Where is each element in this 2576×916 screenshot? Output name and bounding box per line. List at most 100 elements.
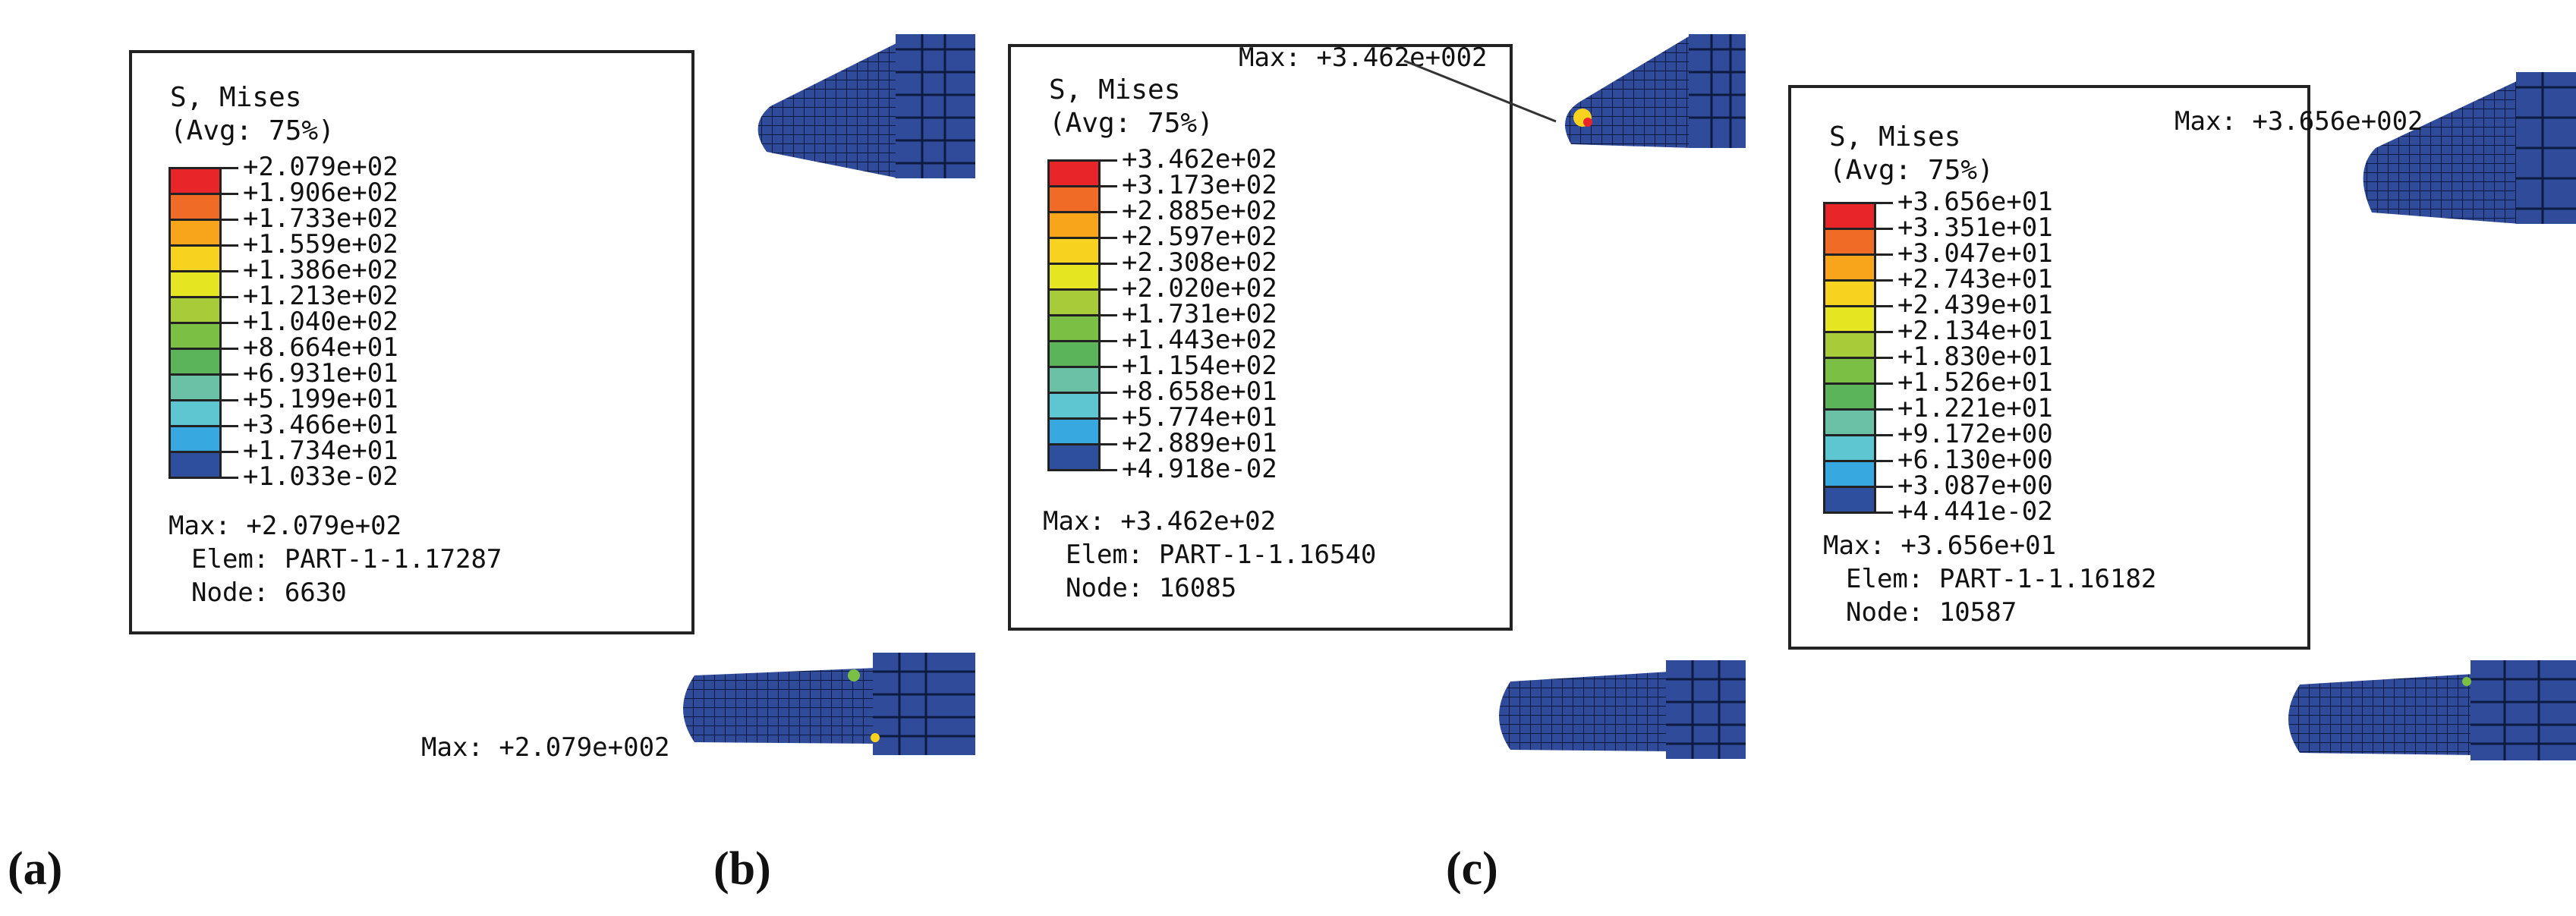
scale-tick bbox=[1876, 382, 1893, 385]
model-max-label-b: Max: +3.462e+002 bbox=[1239, 42, 1488, 73]
panel-tag-b: (b) bbox=[713, 843, 771, 895]
color-swatch bbox=[1047, 211, 1101, 237]
scale-label: +1.906e+02 bbox=[243, 178, 398, 208]
scale-label: +1.731e+02 bbox=[1122, 299, 1277, 329]
scale-tick bbox=[1876, 253, 1893, 256]
scale-label: +2.889e+01 bbox=[1122, 428, 1277, 458]
legend-subtitle-a: (Avg: 75%) bbox=[170, 115, 335, 146]
elem-id-c: Elem: PART-1-1.16182 bbox=[1846, 564, 2157, 594]
color-swatch bbox=[168, 322, 222, 348]
scale-tick bbox=[1101, 263, 1117, 265]
scale-tick bbox=[222, 348, 238, 350]
legend-box-b: S, Mises (Avg: 75%) +3.462e+02+3.173e+02… bbox=[1008, 44, 1513, 631]
scale-label: +5.774e+01 bbox=[1122, 402, 1277, 433]
scale-label: +1.154e+02 bbox=[1122, 351, 1277, 381]
scale-tick bbox=[1101, 417, 1117, 420]
max-value-c: Max: +3.656e+01 bbox=[1823, 530, 2057, 561]
scale-label: +3.351e+01 bbox=[1897, 212, 2053, 243]
model-max-label-a: Max: +2.079e+002 bbox=[421, 732, 670, 763]
scale-tick bbox=[1101, 469, 1117, 471]
scale-tick bbox=[1876, 202, 1893, 204]
scale-tick bbox=[1101, 288, 1117, 291]
color-swatch bbox=[1047, 314, 1101, 340]
color-swatch bbox=[1823, 357, 1876, 382]
scale-label: +1.033e-02 bbox=[243, 461, 398, 492]
color-swatch bbox=[1823, 434, 1876, 460]
scale-tick bbox=[1101, 392, 1117, 394]
color-swatch bbox=[1823, 253, 1876, 279]
scale-label: +2.308e+02 bbox=[1122, 247, 1277, 278]
color-swatch bbox=[1823, 279, 1876, 305]
color-swatch bbox=[1823, 331, 1876, 357]
node-id-c: Node: 10587 bbox=[1846, 597, 2017, 628]
scale-label: +2.597e+02 bbox=[1122, 222, 1277, 252]
scale-label: +2.134e+01 bbox=[1897, 316, 2053, 346]
legend-subtitle-c: (Avg: 75%) bbox=[1829, 155, 1994, 186]
mesh-model-c-top bbox=[2363, 72, 2576, 224]
scale-tick bbox=[1876, 305, 1893, 307]
max-value-a: Max: +2.079e+02 bbox=[168, 511, 402, 541]
scale-label: +6.931e+01 bbox=[243, 358, 398, 389]
max-value-b: Max: +3.462e+02 bbox=[1043, 506, 1277, 537]
scale-label: +4.918e-02 bbox=[1122, 454, 1277, 484]
scale-tick bbox=[1876, 408, 1893, 411]
scale-tick bbox=[1101, 443, 1117, 445]
color-swatch bbox=[1047, 417, 1101, 443]
color-swatch bbox=[168, 425, 222, 451]
scale-tick bbox=[1876, 434, 1893, 436]
panel-tag-a: (a) bbox=[8, 843, 63, 895]
scale-tick bbox=[222, 373, 238, 376]
scale-tick bbox=[1101, 340, 1117, 342]
elem-id-a: Elem: PART-1-1.17287 bbox=[191, 544, 502, 574]
color-swatch bbox=[1823, 460, 1876, 486]
scale-label: +8.664e+01 bbox=[243, 332, 398, 363]
color-swatch bbox=[168, 296, 222, 322]
scale-label: +1.559e+02 bbox=[243, 229, 398, 260]
scale-tick bbox=[222, 425, 238, 427]
scale-tick bbox=[222, 477, 238, 479]
color-swatch bbox=[168, 244, 222, 270]
scale-tick bbox=[1876, 486, 1893, 488]
mesh-model-b-bottom bbox=[1499, 660, 1746, 759]
scale-label: +5.199e+01 bbox=[243, 384, 398, 414]
scale-tick bbox=[1876, 460, 1893, 462]
scale-tick bbox=[1876, 512, 1893, 514]
scale-label: +1.443e+02 bbox=[1122, 325, 1277, 355]
color-swatch bbox=[1823, 382, 1876, 408]
scale-tick bbox=[222, 244, 238, 247]
scale-tick bbox=[222, 219, 238, 221]
color-swatch bbox=[168, 373, 222, 399]
model-max-label-c: Max: +3.656e+002 bbox=[2174, 106, 2423, 137]
scale-label: +1.830e+01 bbox=[1897, 342, 2053, 372]
legend-box-c: S, Mises (Avg: 75%) +3.656e+01+3.351e+01… bbox=[1788, 85, 2310, 650]
scale-tick bbox=[1101, 314, 1117, 316]
scale-label: +2.020e+02 bbox=[1122, 273, 1277, 304]
scale-label: +3.462e+02 bbox=[1122, 144, 1277, 175]
scale-label: +2.439e+01 bbox=[1897, 290, 2053, 320]
max-leader-line-b bbox=[1403, 59, 1557, 123]
color-swatch bbox=[168, 348, 222, 373]
color-swatch bbox=[1823, 202, 1876, 228]
color-swatch bbox=[1047, 340, 1101, 366]
scale-tick bbox=[222, 296, 238, 298]
color-swatch bbox=[1047, 263, 1101, 288]
scale-label: +6.130e+00 bbox=[1897, 445, 2053, 475]
scale-tick bbox=[1101, 366, 1117, 368]
scale-label: +1.213e+02 bbox=[243, 281, 398, 311]
scale-label: +1.734e+01 bbox=[243, 436, 398, 466]
scale-tick bbox=[1101, 237, 1117, 239]
scale-label: +2.885e+02 bbox=[1122, 196, 1277, 226]
color-swatch bbox=[168, 193, 222, 219]
scale-tick bbox=[1876, 357, 1893, 359]
elem-id-b: Elem: PART-1-1.16540 bbox=[1066, 540, 1377, 570]
scale-label: +1.386e+02 bbox=[243, 255, 398, 285]
scale-label: +3.466e+01 bbox=[243, 410, 398, 440]
legend-title-c: S, Mises bbox=[1829, 121, 1961, 153]
color-swatch bbox=[1823, 486, 1876, 514]
scale-label: +3.656e+01 bbox=[1897, 187, 2053, 217]
scale-tick bbox=[1101, 211, 1117, 213]
color-swatch bbox=[168, 167, 222, 193]
scale-tick bbox=[1876, 228, 1893, 230]
scale-label: +8.658e+01 bbox=[1122, 376, 1277, 407]
scale-tick bbox=[222, 451, 238, 453]
